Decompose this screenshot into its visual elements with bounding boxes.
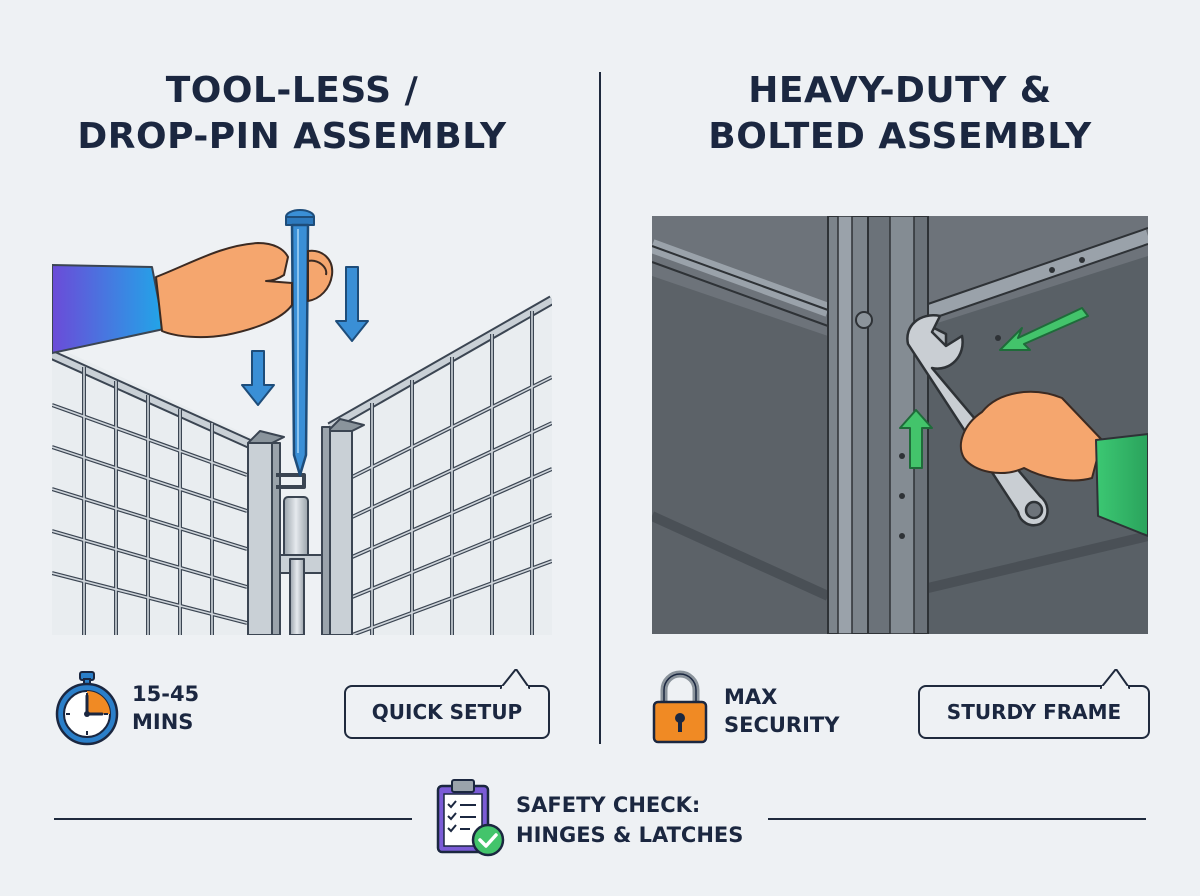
- stopwatch-icon: [55, 671, 119, 746]
- arm-sleeve: [52, 264, 165, 354]
- callout-tail: [500, 669, 530, 689]
- safety-check-line2: HINGES & LATCHES: [516, 823, 744, 847]
- down-arrow-icon: [335, 266, 369, 342]
- right-title: HEAVY-DUTY & BOLTED ASSEMBLY: [620, 68, 1180, 160]
- left-title-line2: DROP-PIN ASSEMBLY: [77, 116, 507, 157]
- arm-sleeve: [1095, 433, 1148, 537]
- left-arrow-icon: [999, 307, 1089, 351]
- left-title-line1: TOOL-LESS /: [165, 70, 419, 111]
- center-divider: [599, 72, 601, 744]
- callout-tail: [1100, 669, 1130, 689]
- sturdy-frame-callout: STURDY FRAME: [918, 669, 1150, 739]
- sturdy-frame-label: STURDY FRAME: [946, 700, 1122, 724]
- hand: [959, 390, 1103, 482]
- drop-pin: [285, 209, 315, 477]
- padlock-icon: [652, 670, 708, 744]
- setup-time-unit: MINS: [132, 710, 194, 734]
- safety-check-line1: SAFETY CHECK:: [516, 793, 701, 817]
- hinge-sleeve: [276, 473, 323, 635]
- hand: [155, 242, 334, 339]
- quick-setup-callout: QUICK SETUP: [344, 669, 550, 739]
- security-line1: MAX: [724, 685, 778, 709]
- right-title-line2: BOLTED ASSEMBLY: [708, 116, 1092, 157]
- quick-setup-label: QUICK SETUP: [371, 700, 523, 724]
- left-title: TOOL-LESS / DROP-PIN ASSEMBLY: [12, 68, 572, 160]
- safety-check-text: SAFETY CHECK: HINGES & LATCHES: [516, 790, 743, 850]
- setup-time-text: 15-45 MINS: [132, 680, 199, 736]
- setup-time-value: 15-45: [132, 682, 200, 706]
- footer-rule-right: [768, 818, 1146, 820]
- security-line2: SECURITY: [724, 713, 840, 737]
- right-mesh-panel: [321, 295, 552, 635]
- security-text: MAX SECURITY: [724, 683, 839, 739]
- left-mesh-panel: [52, 345, 285, 635]
- drop-pin-illustration: [52, 209, 552, 635]
- bolted-frame-illustration: [652, 216, 1148, 634]
- up-arrow-icon: [899, 409, 933, 469]
- down-arrow-icon: [241, 350, 275, 406]
- right-title-line1: HEAVY-DUTY &: [748, 70, 1052, 111]
- clipboard-check-icon: [436, 779, 505, 857]
- footer-rule-left: [54, 818, 412, 820]
